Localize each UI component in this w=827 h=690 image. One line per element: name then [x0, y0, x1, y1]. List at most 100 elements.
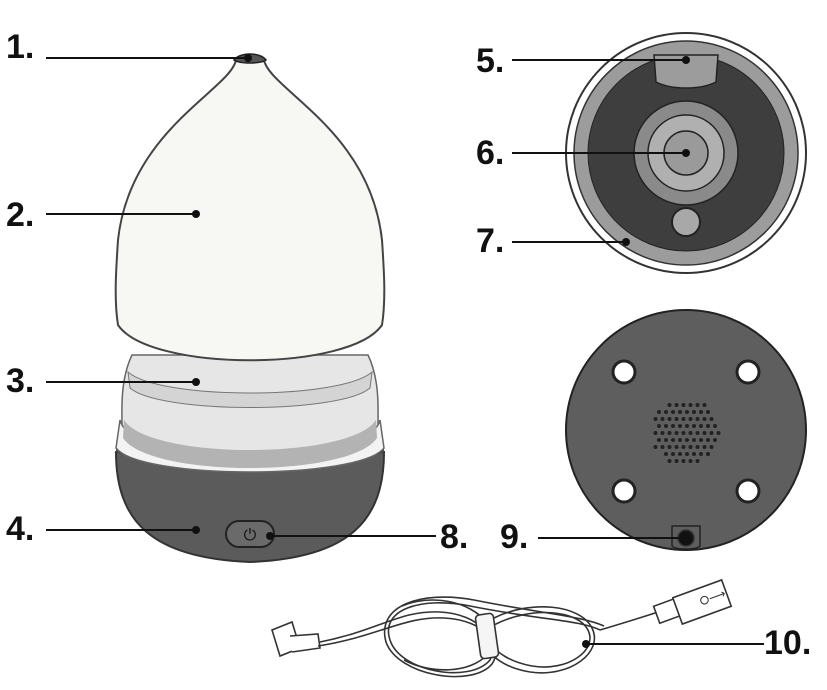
- usb-power-cable: ⭘⟶: [271, 578, 733, 678]
- vent-hole: [671, 424, 675, 428]
- callout-3: 3.: [6, 362, 200, 400]
- vent-hole: [692, 410, 696, 414]
- vent-hole: [692, 438, 696, 442]
- vent-hole: [702, 417, 707, 421]
- callout-8: 8.: [266, 518, 468, 556]
- vent-hole: [660, 431, 665, 435]
- power-icon: ⏻: [244, 525, 257, 544]
- vent-hole: [695, 431, 700, 435]
- vent-hole: [681, 459, 686, 463]
- callout-9: 9.: [500, 518, 690, 556]
- vent-hole: [685, 424, 689, 428]
- vent-hole: [709, 431, 714, 435]
- power-button[interactable]: [225, 520, 275, 548]
- vent-hole: [695, 403, 700, 407]
- vent-hole: [681, 403, 686, 407]
- base-body: [114, 451, 386, 564]
- vent-hole: [709, 445, 714, 449]
- vent-hole: [681, 445, 686, 449]
- vent-hole: [653, 445, 658, 449]
- vent-hole: [664, 452, 668, 456]
- vent-hole: [678, 452, 682, 456]
- callout-label-8: 8.: [440, 518, 468, 556]
- bottom-plate: [565, 309, 807, 551]
- callout-label-7: 7.: [476, 222, 504, 260]
- vent-hole: [667, 403, 672, 407]
- tank-band: [123, 420, 377, 468]
- vent-hole: [685, 438, 689, 442]
- callout-4: 4.: [6, 510, 200, 548]
- vent-hole: [674, 459, 679, 463]
- vent-hole: [667, 431, 672, 435]
- vent-hole: [692, 452, 696, 456]
- vent-hole: [674, 403, 679, 407]
- tank-upper-ring: [127, 370, 373, 408]
- vent-hole: [671, 438, 675, 442]
- callout-1: 1.: [6, 28, 252, 66]
- vent-hole: [667, 459, 672, 463]
- vent-hole: [674, 431, 679, 435]
- water-fill-notch: [653, 54, 719, 89]
- vent-hole: [653, 431, 658, 435]
- air-vent-holes: [653, 403, 721, 463]
- vent-hole: [695, 445, 700, 449]
- vent-hole: [688, 431, 693, 435]
- callout-7: 7.: [476, 222, 630, 260]
- vent-hole: [660, 445, 665, 449]
- vent-hole: [657, 410, 661, 414]
- vent-hole: [688, 445, 693, 449]
- callout-2: 2.: [6, 196, 200, 234]
- vent-hole: [695, 417, 700, 421]
- vent-hole: [681, 417, 686, 421]
- rubber-foot: [611, 359, 761, 504]
- vent-hole: [657, 424, 661, 428]
- vent-hole: [702, 445, 707, 449]
- callout-label-1: 1.: [6, 28, 34, 66]
- vent-hole: [653, 417, 658, 421]
- vent-hole: [674, 417, 679, 421]
- vent-hole: [678, 410, 682, 414]
- vent-hole: [667, 445, 672, 449]
- vent-hole: [702, 431, 707, 435]
- vent-hole: [709, 417, 714, 421]
- vent-hole: [685, 410, 689, 414]
- vent-hole: [688, 403, 693, 407]
- vent-hole: [699, 410, 703, 414]
- callout-label-3: 3.: [6, 362, 34, 400]
- callout-label-10: 10.: [764, 624, 811, 662]
- callout-6: 6.: [476, 134, 690, 172]
- vent-hole: [699, 452, 703, 456]
- callout-label-9: 9.: [500, 518, 528, 556]
- vent-hole: [706, 438, 710, 442]
- vent-hole: [671, 452, 675, 456]
- vent-hole: [716, 431, 721, 435]
- callout-label-5: 5.: [476, 42, 504, 80]
- vent-hole: [664, 438, 668, 442]
- vent-hole: [699, 438, 703, 442]
- vent-hole: [681, 431, 686, 435]
- vent-hole: [664, 424, 668, 428]
- diffuser-cover: [114, 59, 386, 362]
- usb-plug: [671, 578, 733, 626]
- diffuser-bottom-view: [565, 309, 807, 551]
- vent-hole: [671, 410, 675, 414]
- callout-label-6: 6.: [476, 134, 504, 172]
- vent-hole: [695, 459, 700, 463]
- vent-hole: [706, 452, 710, 456]
- vent-hole: [706, 410, 710, 414]
- vent-hole: [699, 424, 703, 428]
- vent-hole: [702, 403, 707, 407]
- callout-label-4: 4.: [6, 510, 34, 548]
- vent-hole: [660, 417, 665, 421]
- vent-hole: [678, 438, 682, 442]
- vent-hole: [664, 410, 668, 414]
- vent-hole: [692, 424, 696, 428]
- vent-hole: [706, 424, 710, 428]
- vent-hole: [688, 417, 693, 421]
- callout-10: 10.: [582, 624, 811, 662]
- vent-hole: [685, 452, 689, 456]
- vent-hole: [713, 438, 717, 442]
- vent-hole: [688, 459, 693, 463]
- water-level-sensor: [671, 207, 701, 237]
